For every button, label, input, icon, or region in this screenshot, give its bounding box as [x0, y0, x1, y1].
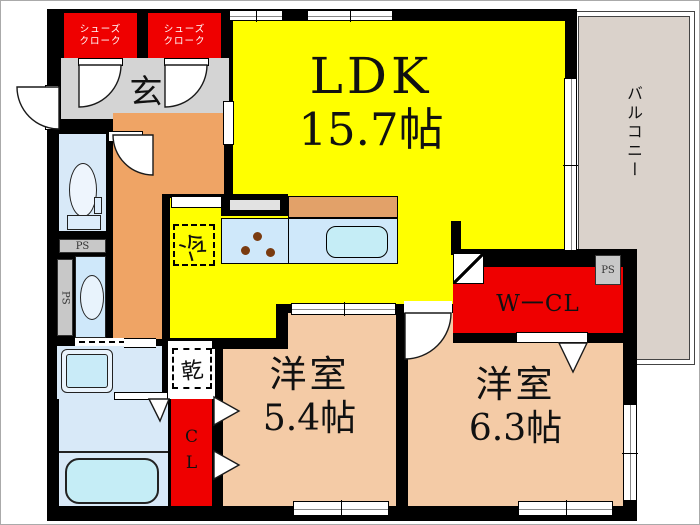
fridge-space: 冷 [173, 224, 215, 267]
window-tick [350, 9, 351, 22]
shoes-line1: シューズ [79, 24, 122, 36]
washer [66, 354, 108, 388]
stove-burner [241, 246, 250, 255]
wall [212, 338, 288, 349]
window-tick [341, 500, 342, 517]
shoes-door-arc [164, 64, 208, 108]
ps-label: PS [601, 264, 615, 276]
dryer-nook [168, 341, 215, 399]
room54-label: 洋室 5.4帖 [223, 353, 396, 441]
window-tick [563, 164, 578, 166]
threshold-dashed-line [79, 341, 125, 343]
corner-door [453, 253, 484, 284]
toilet-door-arc [112, 134, 154, 176]
room63-size: 6.3帖 [468, 408, 563, 450]
room63-door-arc [404, 312, 452, 360]
door-opening-63 [404, 301, 452, 313]
shoes-closet-2: シューズ クローク [148, 13, 221, 58]
closet-cl [171, 399, 212, 506]
kitchen-pocket-door [229, 199, 281, 211]
stove-burner [266, 248, 275, 257]
sliding-door-ldk-54 [291, 302, 396, 316]
balcony-sliding-window [563, 78, 578, 251]
room63-label: 洋室 6.3帖 [408, 363, 623, 451]
wall [276, 304, 288, 338]
bath-divider [59, 451, 168, 453]
window [229, 9, 283, 22]
ldk-size: 15.7帖 [298, 103, 444, 156]
window [307, 9, 393, 22]
kitchen-counter [221, 218, 398, 264]
kitchen-sink [326, 226, 388, 258]
toilet-cistern [94, 197, 102, 214]
closet-cl-label: CL [181, 427, 202, 479]
shoes-line1: シューズ [163, 24, 206, 36]
closet-door-leaf [213, 449, 241, 481]
toilet-bowl [69, 163, 97, 217]
ldk-name: LDK [309, 47, 433, 105]
wall [451, 221, 461, 255]
ldk-label: LDK 15.7帖 [241, 49, 501, 156]
room54-size: 5.4帖 [262, 398, 357, 440]
wcl-label: W一CL [496, 291, 580, 317]
window-tick [622, 452, 638, 454]
hall-kitchen-door [171, 196, 222, 208]
pipe-space-box: PS [59, 239, 106, 253]
hall-ldk-door [223, 101, 234, 145]
washer-pan [61, 349, 113, 393]
room63-name: 洋室 [475, 363, 556, 406]
washbasin-counter [75, 256, 106, 338]
shoes-line2: クローク [163, 35, 206, 47]
ps-label: PS [75, 240, 90, 252]
counter-divider [288, 219, 289, 263]
shoes-closet-1: シューズ クローク [64, 13, 137, 58]
pipe-space-box: PS [57, 259, 73, 336]
kitchen-bar-counter [288, 196, 398, 218]
bath-folding-door [147, 398, 171, 423]
window-tick [565, 500, 567, 517]
shoes-closet-label: シューズ クローク [148, 13, 221, 58]
balcony-label: バルコニー [624, 85, 643, 180]
stove-burner [253, 232, 262, 241]
shoes-door-arc [78, 64, 122, 108]
genkan-label: 玄 [129, 72, 163, 111]
closet-door-leaf [213, 395, 241, 427]
door-tick [343, 302, 345, 316]
washbasin [80, 275, 104, 320]
wcl-folding-door [557, 342, 589, 374]
entrance-door-arc [16, 86, 60, 130]
window [518, 500, 613, 517]
window [622, 404, 638, 501]
bath-folding-door-rail [114, 392, 168, 400]
window [293, 500, 389, 517]
wcl-folding-door-rail [516, 332, 588, 343]
dryer-space: 乾 [172, 348, 212, 389]
washroom-opening [124, 338, 156, 348]
window-tick [256, 9, 257, 22]
shoes-line2: クローク [79, 35, 122, 47]
washroom-threshold [75, 338, 156, 347]
room-6-3 [408, 313, 623, 506]
pipe-space-box: PS [595, 255, 621, 285]
toilet-tank [67, 215, 101, 230]
bathtub [65, 458, 159, 504]
corridor [113, 194, 162, 339]
room54-name: 洋室 [269, 353, 350, 396]
ps-label: PS [59, 290, 71, 305]
shoes-closet-label: シューズ クローク [64, 13, 137, 58]
